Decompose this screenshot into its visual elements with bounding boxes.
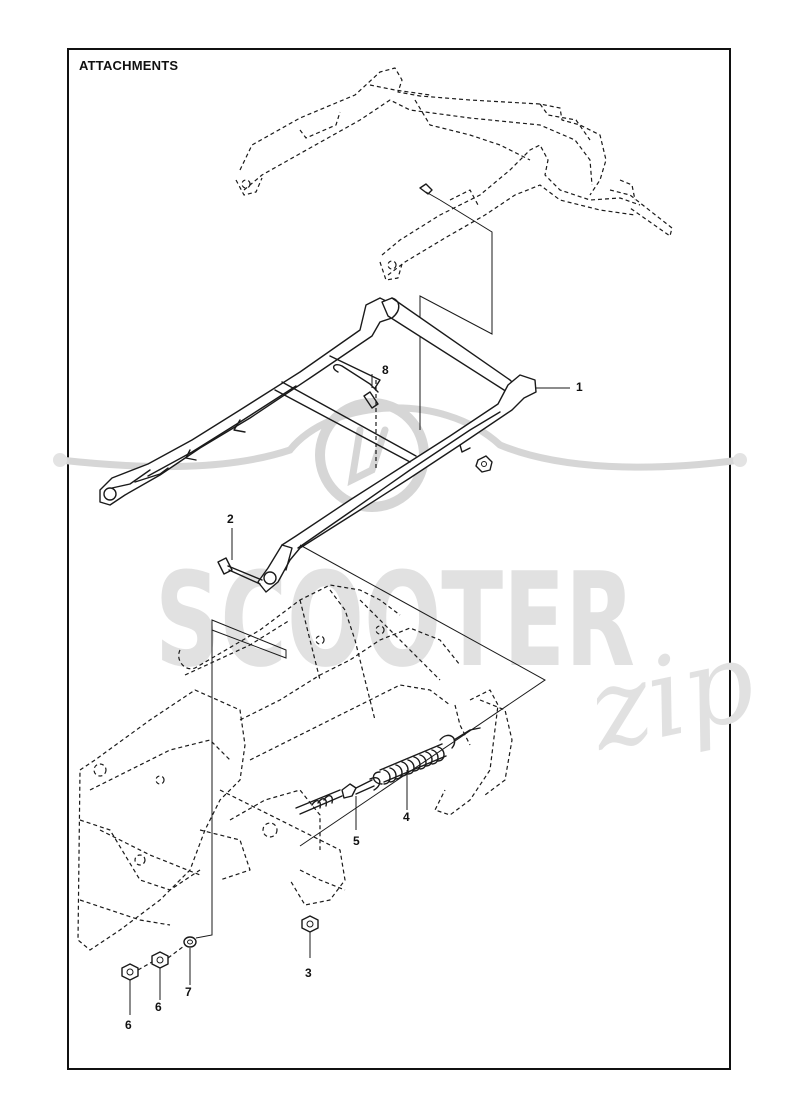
reference-handle-assembly [235,67,673,281]
callout-6b: 6 [155,1000,162,1014]
callout-4: 4 [403,810,410,824]
callout-2: 2 [227,512,234,526]
callout-6a: 6 [125,1018,132,1032]
callout-7: 7 [185,985,192,999]
callout-1: 1 [576,380,583,394]
spring-link [295,777,381,815]
callout-8: 8 [382,363,389,377]
frame-nut [475,455,493,473]
drawing-frame [67,48,731,1070]
main-frame [99,297,537,593]
nut-washer-stack [121,936,197,981]
section-title: ATTACHMENTS [79,58,179,73]
reference-chassis [77,584,513,951]
extension-spring [372,727,481,785]
callout-5: 5 [353,834,360,848]
reference-line-left [195,625,213,939]
spring-hook [332,363,379,470]
bolt [217,557,263,585]
lower-nut [301,915,319,958]
leader-lines [129,374,570,1015]
reference-plane-upper [419,199,493,430]
callout-3: 3 [305,966,312,980]
reference-line-frame [299,544,546,847]
